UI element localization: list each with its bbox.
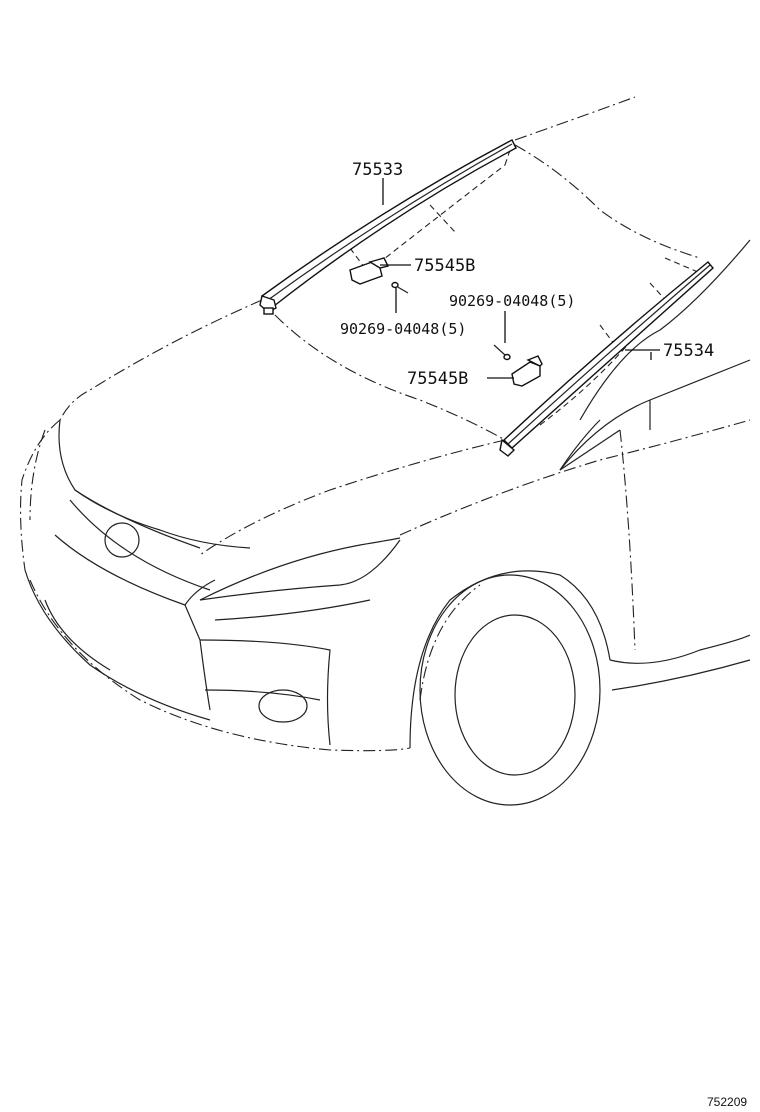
label-90269-lower: 90269-04048(5) bbox=[449, 292, 575, 310]
label-75545b-lower: 75545B bbox=[407, 369, 468, 389]
label-75534: 75534 bbox=[663, 341, 714, 361]
label-90269-upper: 90269-04048(5) bbox=[340, 320, 466, 338]
screw-upper bbox=[391, 281, 409, 294]
illustration-code: 752209 bbox=[707, 1095, 747, 1109]
molding-75534 bbox=[499, 261, 714, 457]
screw-lower bbox=[493, 344, 511, 361]
leader-lines bbox=[380, 178, 660, 379]
molding-75533 bbox=[259, 139, 517, 315]
vehicle-outline bbox=[20, 96, 751, 806]
label-75533: 75533 bbox=[352, 160, 403, 180]
label-75545b-upper: 75545B bbox=[414, 256, 475, 276]
clip-75545b-lower bbox=[511, 355, 543, 387]
clip-75545b-upper bbox=[349, 257, 390, 285]
